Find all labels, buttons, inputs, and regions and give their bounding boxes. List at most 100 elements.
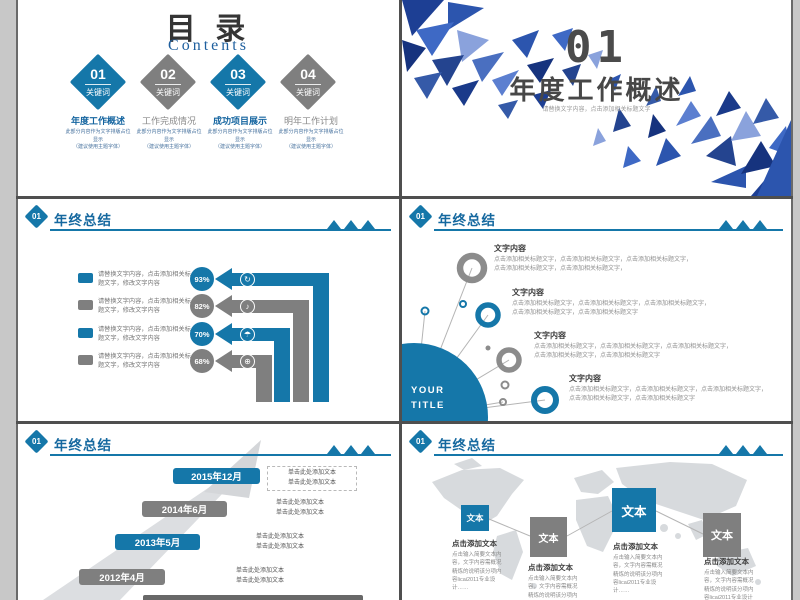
diamond-keyword: 关键词 <box>86 87 110 97</box>
toc-diamond-2[interactable]: 02 关键词 <box>139 53 197 111</box>
grid-horizontal-divider-2 <box>16 421 793 424</box>
toc-diamond-1[interactable]: 01 关键词 <box>69 53 127 111</box>
arrow-vertical <box>313 272 329 402</box>
map-text-block: 点击添加文本 点击输入简要文本内容，文字内容需概况精炼的说明该分项内容licai… <box>452 538 506 592</box>
map-marker-square[interactable]: 文本 <box>703 513 741 557</box>
slide-header: 01 年终总结 <box>402 204 791 237</box>
percent-badge: 70% <box>190 322 214 346</box>
cover-subtitle: 请替换文字内容，点击添加相关标题文字 <box>542 107 651 113</box>
header-badge: 01 <box>32 212 41 221</box>
world-map-graphic <box>432 458 761 589</box>
slide-header: 01 年终总结 <box>402 429 791 462</box>
toc-diamond-4[interactable]: 04 关键词 <box>279 53 337 111</box>
header-underline <box>50 229 391 231</box>
diamond-number: 01 <box>90 65 106 82</box>
header-title: 年终总结 <box>54 438 112 453</box>
map-marker-square[interactable]: 文本 <box>530 517 567 557</box>
radial-text-block: 文字内容 点击添加相关标题文字，点击添加相关标题文字，点击添加相关标题文字，点击… <box>512 287 791 319</box>
timeline-bar[interactable]: 2012年4月 <box>79 569 165 585</box>
header-triangles-icon <box>324 445 375 454</box>
header-badge: 01 <box>416 437 425 446</box>
umbrella-icon: ☂ <box>240 327 255 342</box>
toc-title: 目 录 <box>165 13 252 46</box>
header-underline <box>50 454 391 456</box>
timeline-note: 单击此处添加文本单击此处添加文本 <box>275 500 324 516</box>
arrow-head <box>215 295 232 317</box>
arrow-head <box>215 268 232 290</box>
header-badge: 01 <box>416 212 425 221</box>
header-triangles-icon <box>716 220 767 229</box>
toc-diamond-row: 01 关键词 02 关键词 03 关键词 <box>69 53 337 111</box>
block-title: 文字内容 <box>569 374 601 383</box>
bullet-marker <box>78 273 93 283</box>
grid-right-border <box>791 0 793 600</box>
diamond-divider <box>155 83 181 85</box>
map-text-block: 点击添加文本 点击输入简要文本内容，文字内容需概况精炼的说明该分项内容licai… <box>613 541 667 595</box>
block-title: 文字内容 <box>494 244 526 253</box>
bullet-marker <box>78 300 93 310</box>
timeline-bar[interactable]: 2015年12月 <box>173 468 260 484</box>
toc-entry-heading: 明年工作计划 <box>283 116 338 126</box>
bullet-marker <box>78 328 93 338</box>
grid-vertical-divider <box>399 0 402 600</box>
arrow-vertical <box>274 327 290 402</box>
toc-entry-heading: 成功项目展示 <box>212 116 267 126</box>
toc-heading-row: 年度工作概述 此部分内容作为文字排版占位 显示（建议使用主题字体） 工作完成情况… <box>63 114 346 152</box>
percent-badge: 82% <box>190 294 214 318</box>
arrow-vertical <box>293 299 309 402</box>
diamond-number: 04 <box>300 65 316 82</box>
map-marker-square[interactable]: 文本 <box>461 505 489 531</box>
toc-entry-heading: 工作完成情况 <box>141 116 196 126</box>
timeline-note: 单击此处添加文本单击此处添加文本 <box>267 466 357 492</box>
diamond-divider <box>225 83 251 85</box>
slide-world-map[interactable]: 01 年终总结 文本 文本 文本 文本 点击添加文本 点击输入简要文本内容，文字… <box>402 424 791 600</box>
arrow-vertical <box>256 354 272 402</box>
block-title: 点击添加文本 <box>528 563 573 572</box>
header-triangles-icon <box>324 220 375 229</box>
toc-entry: 成功项目展示 此部分内容作为文字排版占位 显示（建议使用主题字体） <box>205 114 275 152</box>
timeline-bar-partial <box>143 595 363 600</box>
block-title: 点击添加文本 <box>613 542 658 551</box>
arrow-head <box>215 323 232 345</box>
map-text-block: 点击添加文本 点击输入简要文本内容，文字内容需概况精炼的说明该分项内容licai… <box>704 556 758 600</box>
radial-text-block: 文字内容 点击添加相关标题文字，点击添加相关标题文字，点击添加相关标题文字，点击… <box>494 243 780 275</box>
diamond-keyword: 关键词 <box>156 87 180 97</box>
radial-diagram-graphic <box>402 252 559 421</box>
globe-icon: ⊕ <box>240 354 255 369</box>
toc-entry: 年度工作概述 此部分内容作为文字排版占位 显示（建议使用主题字体） <box>63 114 133 152</box>
header-badge: 01 <box>32 437 41 446</box>
diamond-number: 02 <box>160 65 176 82</box>
arrow-bar <box>232 272 329 286</box>
timeline-bar[interactable]: 2014年6月 <box>142 501 227 517</box>
grid-horizontal-divider-1 <box>16 196 793 199</box>
percent-badge: 68% <box>190 349 214 373</box>
slide-cover[interactable]: 01 年度工作概述 请替换文字内容，点击添加相关标题文字 <box>402 0 791 196</box>
header-underline <box>434 454 783 456</box>
slide-radial-diagram[interactable]: 01 年终总结 <box>402 199 791 421</box>
diamond-keyword: 关键词 <box>226 87 250 97</box>
toc-diamond-3[interactable]: 03 关键词 <box>209 53 267 111</box>
arrow-head <box>215 350 232 372</box>
slide-timeline[interactable]: 01 年终总结 2015年12月 2014年6月 2013年5月 2012年4月… <box>18 424 399 600</box>
map-marker-square[interactable]: 文本 <box>612 488 656 532</box>
timeline-note: 单击此处添加文本单击此处添加文本 <box>235 568 284 584</box>
block-title: 点击添加文本 <box>452 539 497 548</box>
slide-arrow-chart[interactable]: 01 年终总结 请替换文字内容，点击添加相关标题文字，修改文字内容 93% ↻ … <box>18 199 399 421</box>
cover-title: 年度工作概述 <box>509 75 684 105</box>
bullet-marker <box>78 355 93 365</box>
polygon-decoration-top-left <box>402 0 791 196</box>
toc-entry: 工作完成情况 此部分内容作为文字排版占位 显示（建议使用主题字体） <box>134 114 204 152</box>
slide-header: 01 年终总结 <box>18 204 399 237</box>
header-triangles-icon <box>716 445 767 454</box>
percent-badge: 93% <box>190 267 214 291</box>
header-underline <box>434 229 783 231</box>
diamond-divider <box>85 83 111 85</box>
header-title: 年终总结 <box>438 438 496 453</box>
header-title: 年终总结 <box>438 213 496 228</box>
timeline-bar[interactable]: 2013年5月 <box>115 534 200 550</box>
radial-text-block: 文字内容 点击添加相关标题文字，点击添加相关标题文字，点击添加相关标题文字，点击… <box>534 330 791 362</box>
grid-left-border <box>16 0 18 600</box>
map-text-block: 点击添加文本 点击输入简要文本内容，文字内容需概况精炼的说明该分项内容 <box>528 562 582 600</box>
slide-toc[interactable]: 目 录 Contents 01 关键词 02 关键词 <box>18 0 399 196</box>
